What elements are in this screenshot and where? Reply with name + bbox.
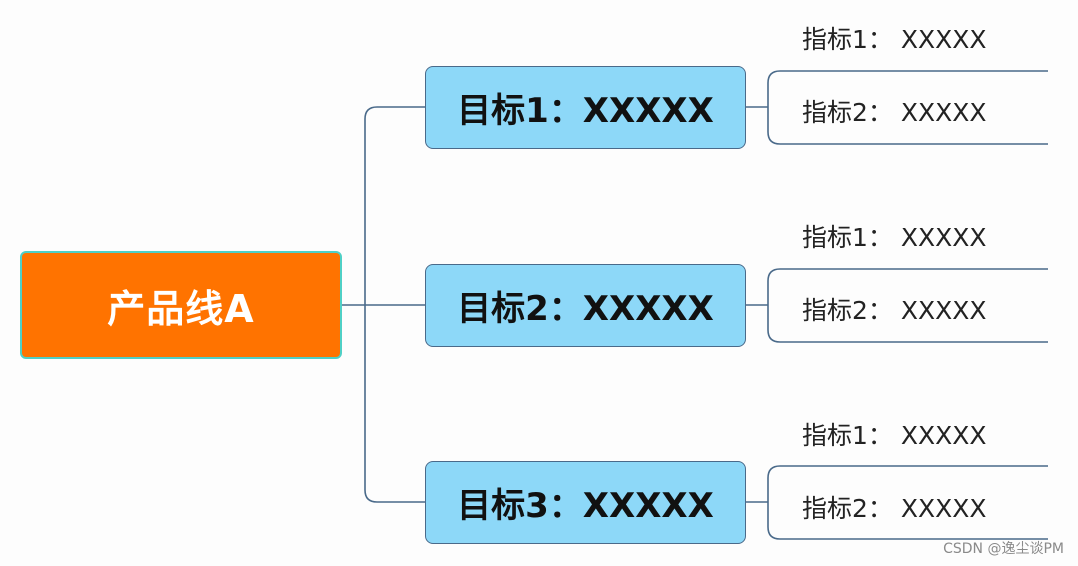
goal-node-1-label: 目标1：XXXXX: [457, 91, 714, 131]
root-node-product-line[interactable]: 产品线A: [20, 251, 342, 359]
goal-1-metric-1[interactable]: 指标1： XXXXX: [802, 25, 987, 54]
goal-2-metric-2[interactable]: 指标2： XXXXX: [802, 296, 987, 325]
goal-node-3[interactable]: 目标3：XXXXX: [425, 461, 746, 544]
goal-node-1[interactable]: 目标1：XXXXX: [425, 66, 746, 149]
goal-node-3-label: 目标3：XXXXX: [457, 486, 714, 526]
goal-node-2[interactable]: 目标2：XXXXX: [425, 264, 746, 347]
connector-goal-3-metric-1: [767, 465, 1048, 540]
goal-node-2-label: 目标2：XXXXX: [457, 289, 714, 329]
goal-3-metric-2[interactable]: 指标2： XXXXX: [802, 494, 987, 523]
watermark: CSDN @逸尘谈PM: [943, 541, 1064, 557]
root-node-label: 产品线A: [107, 286, 255, 331]
goal-3-metric-1[interactable]: 指标1： XXXXX: [802, 421, 987, 450]
goal-2-metric-1[interactable]: 指标1： XXXXX: [802, 223, 987, 252]
goal-1-metric-2[interactable]: 指标2： XXXXX: [802, 98, 987, 127]
connector-goal-2-metric-1: [767, 268, 1048, 343]
connector-goal-1-metric-1: [767, 70, 1048, 145]
